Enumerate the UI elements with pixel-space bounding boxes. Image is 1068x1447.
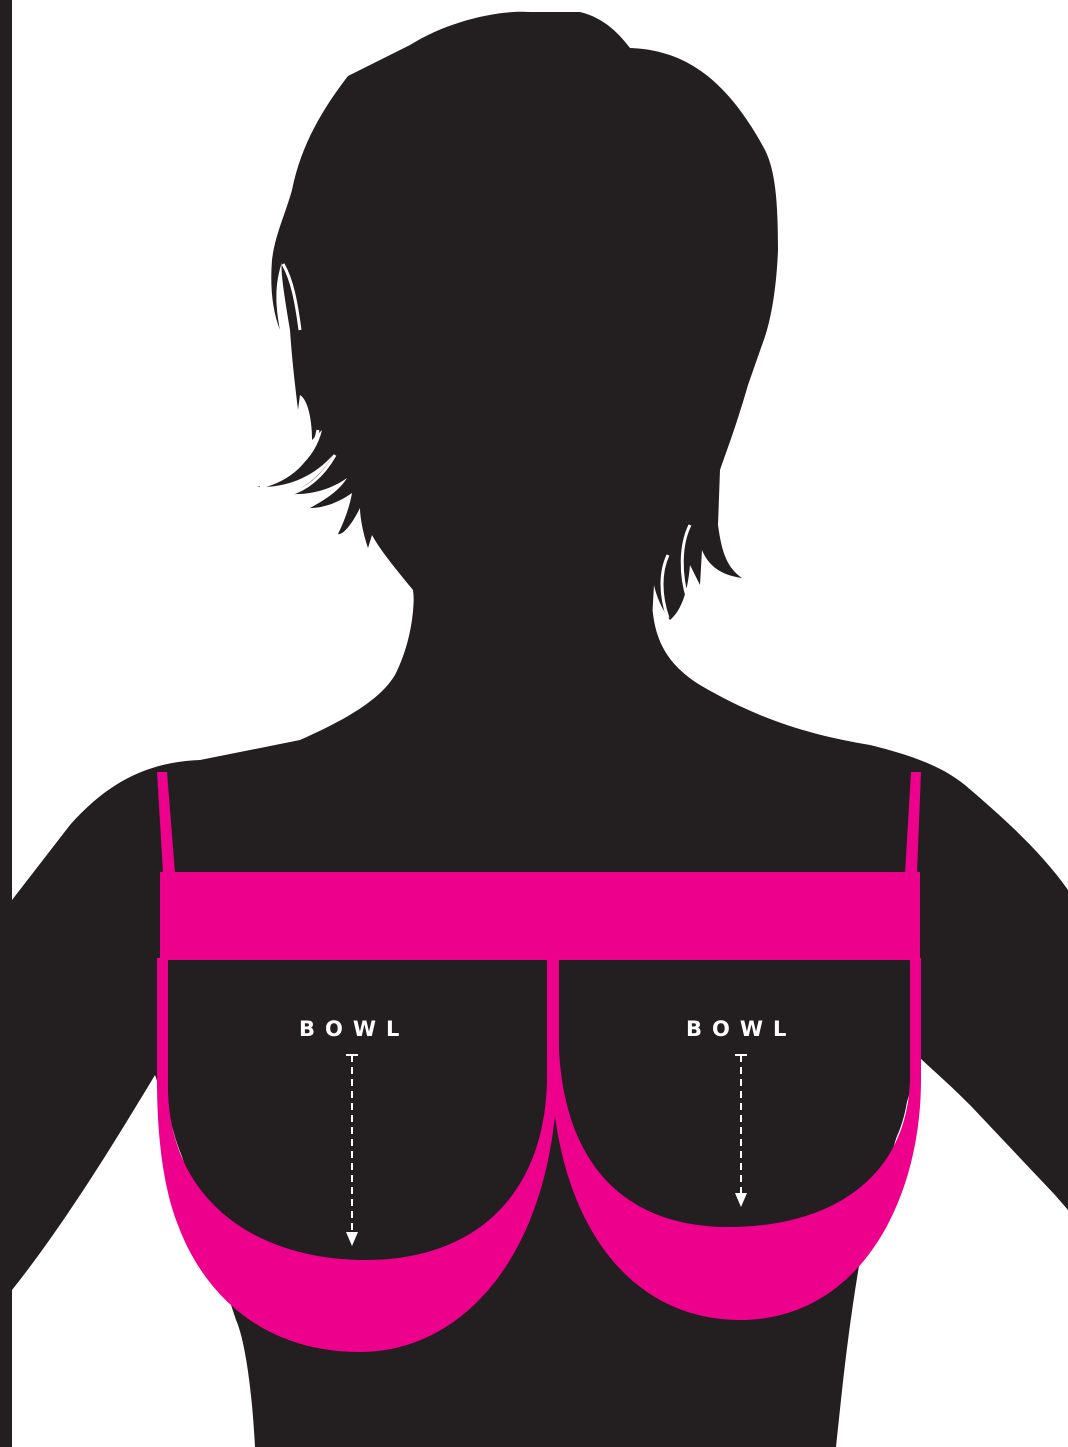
- right-bowl-interior: [560, 960, 909, 1223]
- top-band: [160, 872, 920, 960]
- left-edge-bar: [0, 0, 12, 1447]
- right-bowl-label: BOWL: [686, 1017, 796, 1041]
- head-silhouette: [257, 12, 778, 620]
- body-silhouette: [12, 12, 1068, 1447]
- left-bowl-interior: [168, 960, 546, 1256]
- left-bowl-label: BOWL: [299, 1017, 409, 1041]
